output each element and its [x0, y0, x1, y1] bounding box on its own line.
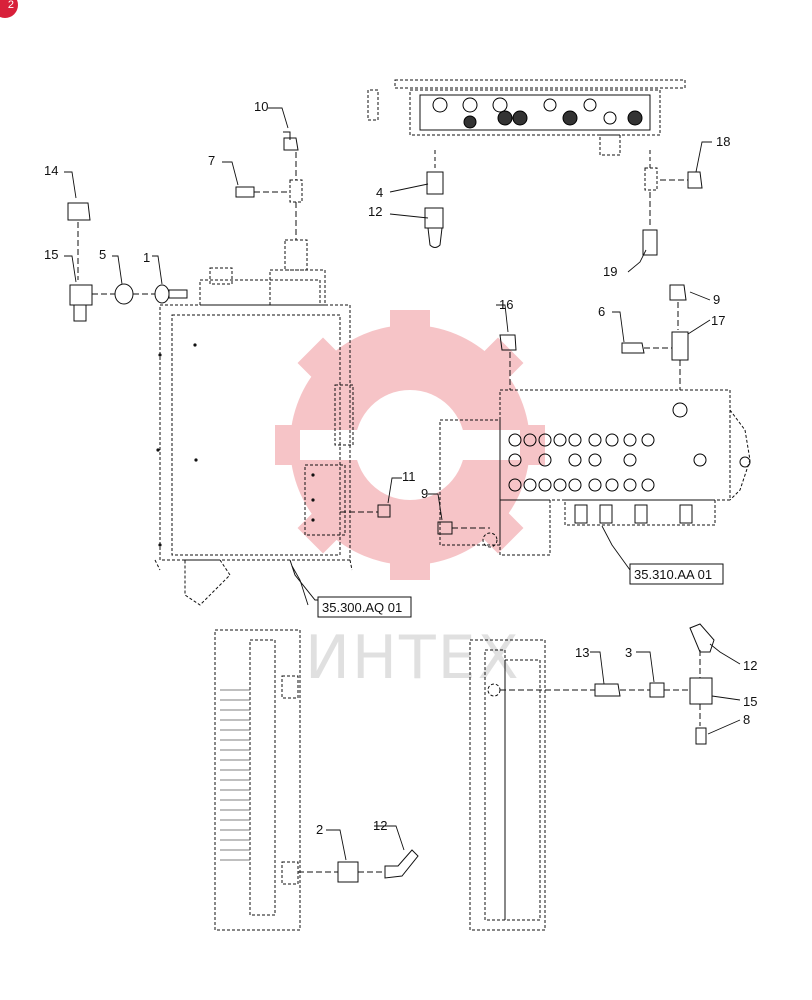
callout-8: 8 [743, 712, 750, 727]
callout-labels: 1 2 3 4 5 6 7 8 9 9 10 11 12 12 12 13 14… [44, 99, 757, 837]
main-control-valve [439, 389, 751, 556]
callout-3: 3 [625, 645, 632, 660]
callout-9-upper: 9 [713, 292, 720, 307]
callout-1: 1 [143, 250, 150, 265]
oil-cooler-right [469, 639, 546, 931]
callout-15-left: 15 [44, 247, 58, 262]
callout-12-right: 12 [743, 658, 757, 673]
callout-6: 6 [598, 304, 605, 319]
oil-cooler-left [214, 629, 301, 931]
callout-19: 19 [603, 264, 617, 279]
callout-9-lower: 9 [421, 486, 428, 501]
callout-4: 4 [376, 185, 383, 200]
callout-13: 13 [575, 645, 589, 660]
hydraulic-tank [154, 267, 354, 606]
reference-tank[interactable]: 35.300.AQ 01 [322, 600, 402, 615]
callout-11: 11 [402, 469, 416, 484]
callout-2: 2 [316, 822, 323, 837]
callout-14: 14 [44, 163, 58, 178]
corner-badge: 2 [0, 0, 18, 18]
callout-12-upper: 12 [368, 204, 382, 219]
callout-16: 16 [499, 297, 513, 312]
callout-17: 17 [711, 313, 725, 328]
upper-valve-block [367, 79, 686, 168]
callout-7: 7 [208, 153, 215, 168]
callout-15-right: 15 [743, 694, 757, 709]
callout-12-lower: 12 [373, 818, 387, 833]
reference-valve[interactable]: 35.310.AA 01 [634, 567, 712, 582]
watermark-text: ИНТЕХ [305, 623, 521, 693]
callout-18: 18 [716, 134, 730, 149]
callout-10: 10 [254, 99, 268, 114]
callout-5: 5 [99, 247, 106, 262]
reference-boxes: 35.300.AQ 01 35.310.AA 01 [317, 563, 724, 618]
